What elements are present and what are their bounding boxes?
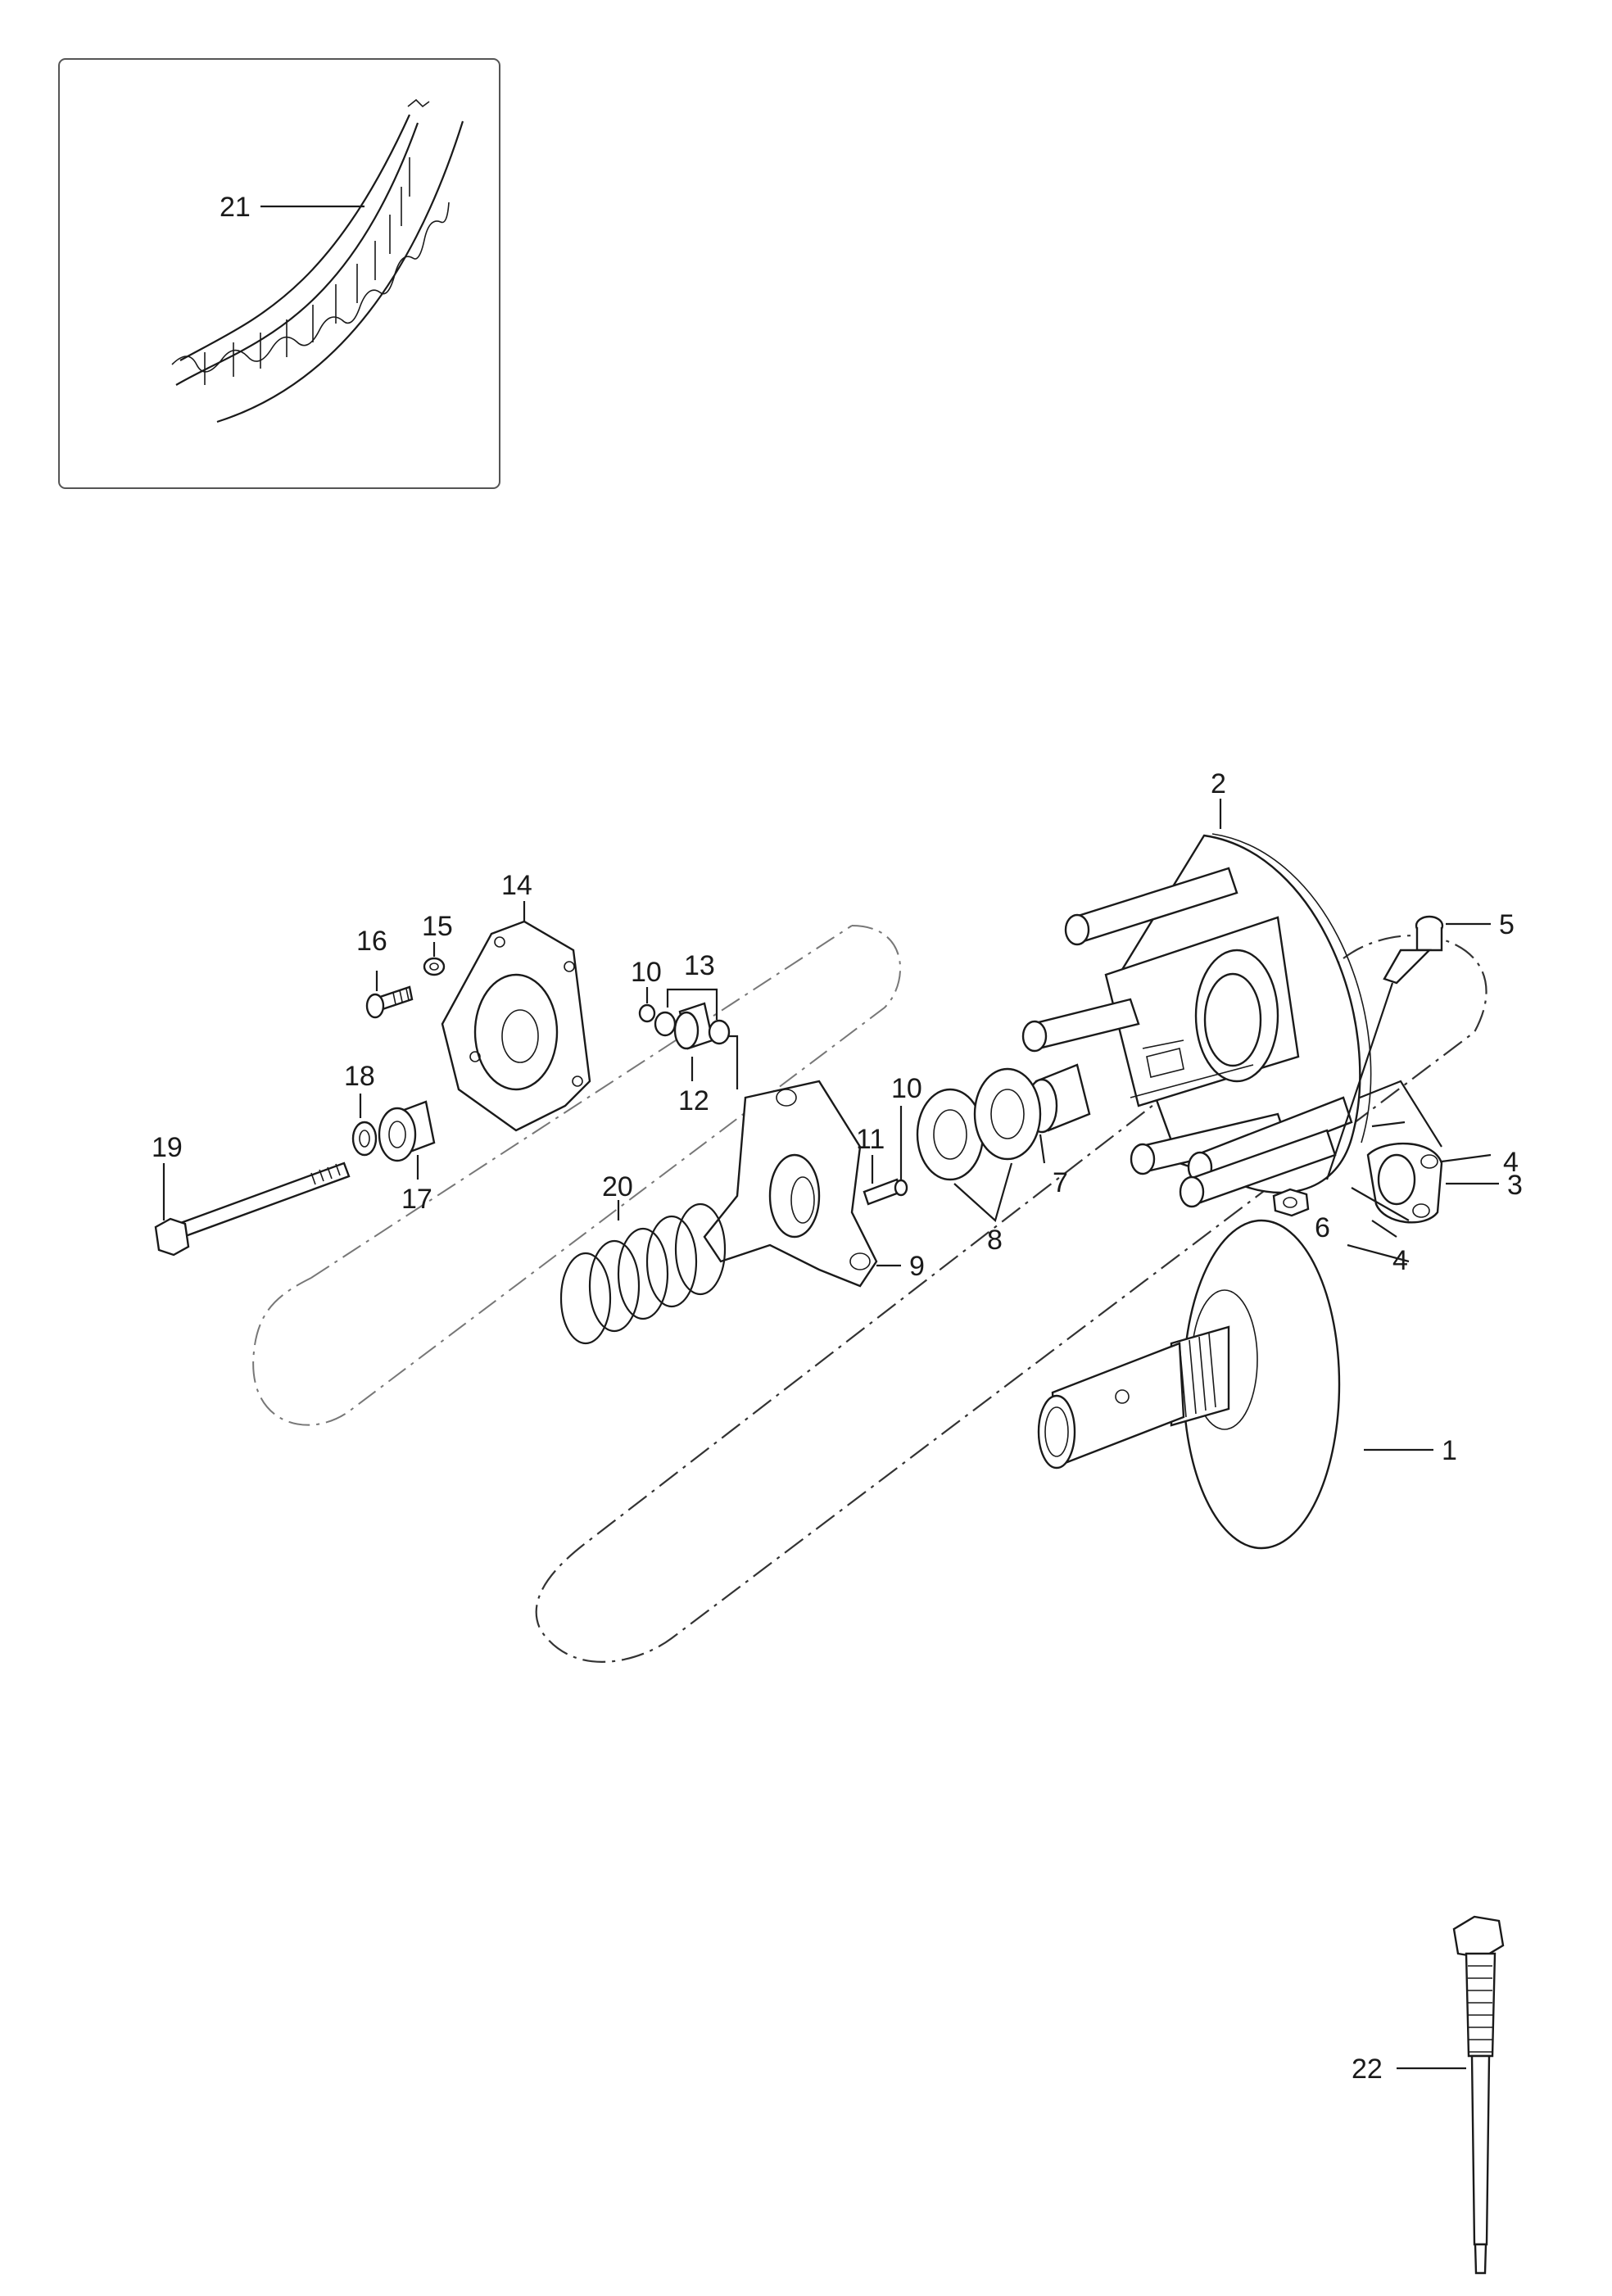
callout-3: 3 <box>1507 1170 1523 1201</box>
callout-10: 10 <box>631 957 662 988</box>
callout-16: 16 <box>356 926 387 957</box>
belt-path-upper <box>252 925 901 1426</box>
part-bolt-5 <box>1325 915 1491 1180</box>
callout-12: 12 <box>678 1085 709 1116</box>
callout-4b: 4 <box>1392 1245 1408 1276</box>
part-spider-9 <box>703 1080 901 1288</box>
callout-2: 2 <box>1211 768 1226 799</box>
callout-9: 9 <box>909 1251 925 1282</box>
part-roller-bracket <box>1351 1080 1499 1224</box>
callout-6: 6 <box>1315 1212 1330 1243</box>
callout-10b: 10 <box>891 1073 922 1104</box>
callout-4: 4 <box>1503 1147 1519 1178</box>
part-bushing-17 <box>351 1094 436 1180</box>
belt-inset <box>58 58 500 489</box>
callout-13: 13 <box>684 950 715 981</box>
callout-21: 21 <box>220 192 251 223</box>
callout-15: 15 <box>422 911 453 942</box>
part-cover-plate-14 <box>441 901 591 1132</box>
callout-19: 19 <box>152 1132 183 1163</box>
part-nut-6 <box>1272 1188 1310 1217</box>
part-pin-11 <box>863 1106 908 1206</box>
part-washers-8 <box>916 1067 1042 1222</box>
part-movable-sheave <box>1021 833 1372 1208</box>
callout-5: 5 <box>1499 909 1515 940</box>
part-spring-20 <box>559 1200 727 1345</box>
belt-teeth <box>171 98 450 385</box>
callout-7: 7 <box>1053 1167 1068 1198</box>
part-fixed-sheave <box>1037 1219 1341 1550</box>
leader-lines <box>260 205 1433 1451</box>
callout-1: 1 <box>1442 1435 1457 1466</box>
callout-14: 14 <box>501 870 532 901</box>
part-roller-12 <box>638 987 739 1089</box>
part-bolt-16 <box>365 942 446 1019</box>
callout-11: 11 <box>856 1124 885 1155</box>
callout-20: 20 <box>602 1171 633 1202</box>
callout-17: 17 <box>401 1184 432 1215</box>
callout-18: 18 <box>344 1061 375 1092</box>
callout-22: 22 <box>1352 2054 1383 2085</box>
part-long-bolt-22 <box>1397 1915 1505 2275</box>
part-long-bolt-19 <box>154 1162 351 1257</box>
callout-8: 8 <box>987 1225 1003 1256</box>
callout-labels: 21 2 14 15 16 10 13 5 18 12 11 10 4 3 19… <box>152 192 1523 2085</box>
